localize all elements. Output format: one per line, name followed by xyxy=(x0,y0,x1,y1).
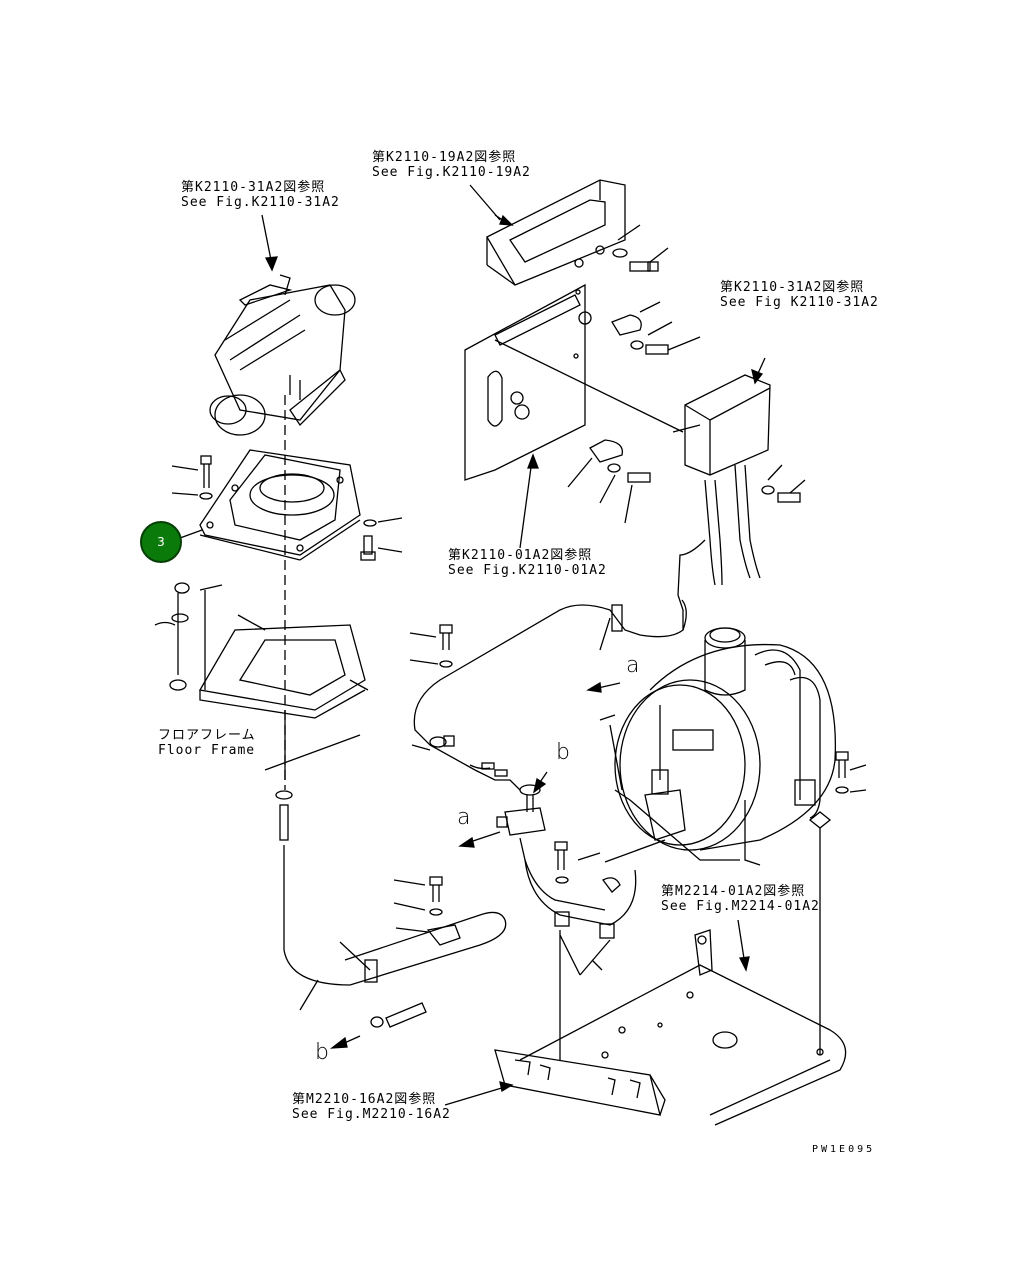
ref-jp: 第K2110-19A2図参照 xyxy=(372,150,517,165)
hose-bolts xyxy=(393,876,461,946)
ref-jp: 第K2110-31A2図参照 xyxy=(720,280,865,295)
drain-hose xyxy=(275,790,507,1049)
harness-bolts xyxy=(409,624,453,668)
ref-jp: 第M2210-16A2図参照 xyxy=(292,1092,437,1107)
ref-en: See Fig.K2110-31A2 xyxy=(181,195,340,210)
valve-assembly xyxy=(458,771,637,1060)
ref-jp: 第M2214-01A2図参照 xyxy=(661,884,806,899)
leader-heater-ref xyxy=(261,214,278,272)
tank-bolts xyxy=(808,751,867,1055)
view-marker-b-valve: b xyxy=(556,740,570,765)
upper-bracket xyxy=(469,179,626,286)
ref-en: See Fig.M2210-16A2 xyxy=(292,1107,451,1122)
valve-bolts xyxy=(554,839,666,893)
ref-jp: 第K2110-01A2図参照 xyxy=(448,548,593,563)
ref-jp: 第K2110-31A2図参照 xyxy=(181,180,326,195)
mounting-plate xyxy=(464,283,592,481)
leader-bottom-ref xyxy=(444,1081,514,1106)
part-callout-3[interactable]: 3 xyxy=(140,521,182,563)
left-bolts xyxy=(171,455,403,561)
view-marker-a-tank: a xyxy=(626,653,640,678)
floor-panel xyxy=(494,919,847,1126)
arrow-a-tank xyxy=(586,681,621,693)
ref-en: See Fig.K2110-19A2 xyxy=(372,165,531,180)
ref-en: See Fig.K2110-01A2 xyxy=(448,563,607,578)
water-tank xyxy=(599,627,837,866)
wire-harness xyxy=(411,539,706,791)
controller-box xyxy=(494,339,806,586)
bracket-hardware xyxy=(567,224,701,524)
floor-frame-jp: フロアフレーム xyxy=(158,728,256,743)
leader-plate-ref xyxy=(519,453,539,549)
view-marker-a-valve: a xyxy=(457,805,471,830)
floor-frame-en: Floor Frame xyxy=(158,743,256,758)
callout-leader xyxy=(179,529,203,539)
drawing-code: PW1E095 xyxy=(812,1144,876,1155)
duct-adapter xyxy=(199,449,361,561)
ref-en: See Fig K2110-31A2 xyxy=(720,295,879,310)
ref-en: See Fig.M2214-01A2 xyxy=(661,899,820,914)
view-marker-b-hose: b xyxy=(315,1040,329,1065)
heater-body xyxy=(209,274,356,436)
